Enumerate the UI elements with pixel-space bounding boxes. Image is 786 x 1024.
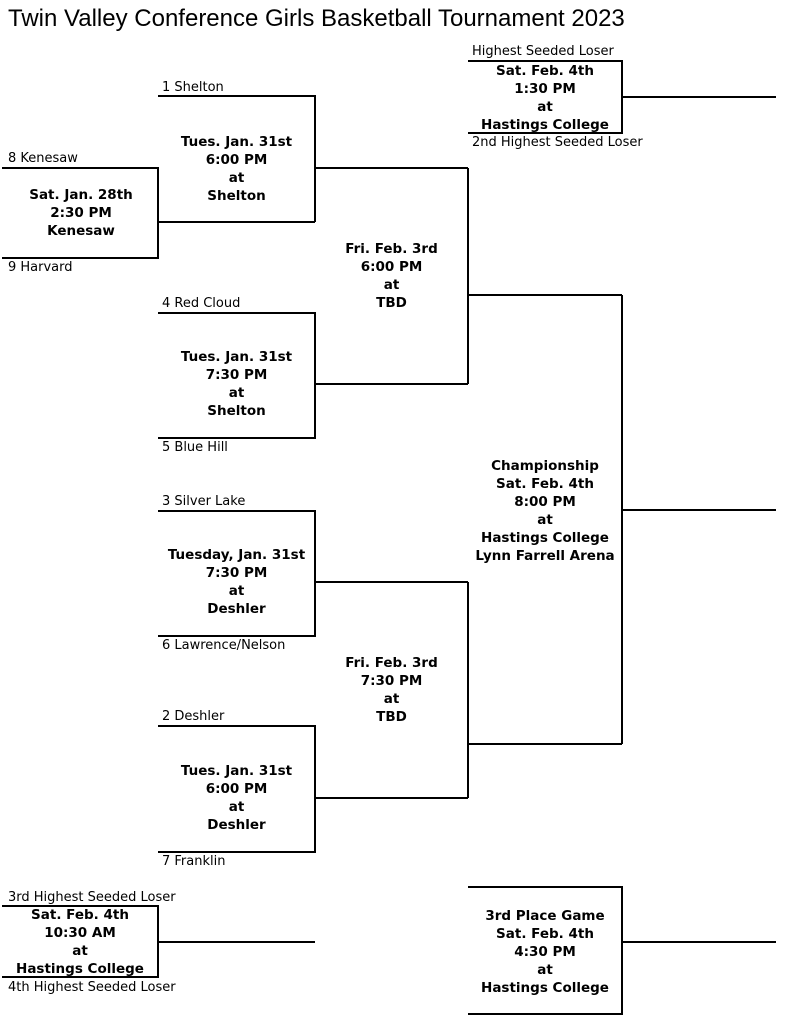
team-blue-hill: 5 Blue Hill	[162, 440, 228, 455]
game-time: 2:30 PM	[50, 205, 112, 221]
game-info-prelim: Sat. Jan. 28th 2:30 PM Kenesaw	[2, 186, 160, 240]
game-time: 6:00 PM	[360, 259, 423, 275]
game-venue: Lynn Farrell Arena	[475, 548, 615, 564]
slot-fourth-highest-seeded-loser: 4th Highest Seeded Loser	[8, 980, 176, 995]
team-lawrence-nelson: 6 Lawrence/Nelson	[162, 638, 286, 653]
game-date: Fri. Feb. 3rd	[345, 655, 438, 671]
bracket-line-qf4	[158, 725, 316, 853]
bracket-line-prelim	[2, 167, 159, 259]
game-at: at	[383, 691, 400, 707]
game-at: at	[537, 512, 553, 528]
slot-third-highest-seeded-loser: 3rd Highest Seeded Loser	[8, 890, 176, 905]
bracket-line-qf2	[158, 312, 316, 439]
team-deshler: 2 Deshler	[162, 709, 225, 724]
game-location: Shelton	[207, 188, 266, 204]
game-date: Tues. Jan. 31st	[180, 763, 293, 779]
game-time: 8:00 PM	[514, 494, 576, 510]
game-at: at	[228, 170, 245, 186]
game-location: Hastings College	[481, 530, 609, 546]
game-info-qf4: Tues. Jan. 31st 6:00 PM at Deshler	[158, 762, 315, 834]
game-at: at	[228, 799, 245, 815]
game-time: 4:30 PM	[514, 944, 576, 960]
game-location: TBD	[376, 709, 407, 725]
game-at: at	[72, 943, 88, 959]
bracket-line-qf3	[158, 510, 316, 637]
game-info-qf1: Tues. Jan. 31st 6:00 PM at Shelton	[158, 133, 315, 205]
team-shelton: 1 Shelton	[162, 80, 224, 95]
game-time: 10:30 AM	[44, 925, 116, 941]
game-at: at	[228, 583, 245, 599]
game-date: Fri. Feb. 3rd	[345, 241, 438, 257]
game-time: 7:30 PM	[205, 565, 268, 581]
game-time: 7:30 PM	[205, 367, 268, 383]
game-at: at	[383, 277, 400, 293]
team-silver-lake: 3 Silver Lake	[162, 494, 246, 509]
game-info-consolation-bottom: Sat. Feb. 4th 10:30 AM at Hastings Colle…	[2, 906, 158, 978]
game-time: 6:00 PM	[205, 152, 268, 168]
slot-second-highest-seeded-loser: 2nd Highest Seeded Loser	[472, 135, 643, 150]
game-time: 6:00 PM	[205, 781, 268, 797]
game-date: Tues. Jan. 31st	[180, 134, 293, 150]
game-date: Sat. Jan. 28th	[29, 187, 133, 203]
game-location: Hastings College	[481, 980, 609, 996]
game-location: Hastings College	[16, 961, 144, 977]
game-location: Hastings College	[481, 117, 609, 133]
game-date: Sat. Feb. 4th	[496, 926, 594, 942]
game-info-third-place: 3rd Place Game Sat. Feb. 4th 4:30 PM at …	[468, 907, 622, 997]
bracket-line-qf1	[158, 95, 316, 222]
game-date: Sat. Feb. 4th	[31, 907, 129, 923]
game-location: Deshler	[207, 601, 266, 617]
team-franklin: 7 Franklin	[162, 854, 226, 869]
game-title: Championship	[491, 458, 599, 474]
team-red-cloud: 4 Red Cloud	[162, 296, 241, 311]
team-kenesaw: 8 Kenesaw	[8, 151, 78, 166]
game-location: Deshler	[207, 817, 266, 833]
game-location: Shelton	[207, 403, 266, 419]
game-date: Tues. Jan. 31st	[180, 349, 293, 365]
page-title: Twin Valley Conference Girls Basketball …	[8, 5, 625, 32]
game-location: Kenesaw	[47, 223, 115, 239]
game-info-qf3: Tuesday, Jan. 31st 7:30 PM at Deshler	[158, 546, 315, 618]
game-at: at	[537, 962, 553, 978]
game-info-sf2: Fri. Feb. 3rd 7:30 PM at TBD	[315, 654, 468, 726]
game-info-qf2: Tues. Jan. 31st 7:30 PM at Shelton	[158, 348, 315, 420]
game-at: at	[228, 385, 245, 401]
game-time: 1:30 PM	[514, 81, 576, 97]
team-harvard: 9 Harvard	[8, 260, 73, 275]
game-date: Tuesday, Jan. 31st	[167, 547, 306, 563]
game-date: Sat. Feb. 4th	[496, 63, 594, 79]
game-time: 7:30 PM	[360, 673, 423, 689]
game-info-sf1: Fri. Feb. 3rd 6:00 PM at TBD	[315, 240, 468, 312]
game-at: at	[537, 99, 553, 115]
game-info-consolation-top: Sat. Feb. 4th 1:30 PM at Hastings Colleg…	[468, 62, 622, 134]
game-info-championship: Championship Sat. Feb. 4th 8:00 PM at Ha…	[468, 457, 622, 565]
slot-highest-seeded-loser: Highest Seeded Loser	[472, 44, 614, 59]
game-date: Sat. Feb. 4th	[496, 476, 594, 492]
bracket-line-third-place	[468, 886, 623, 1015]
game-title: 3rd Place Game	[485, 908, 605, 924]
game-location: TBD	[376, 295, 407, 311]
